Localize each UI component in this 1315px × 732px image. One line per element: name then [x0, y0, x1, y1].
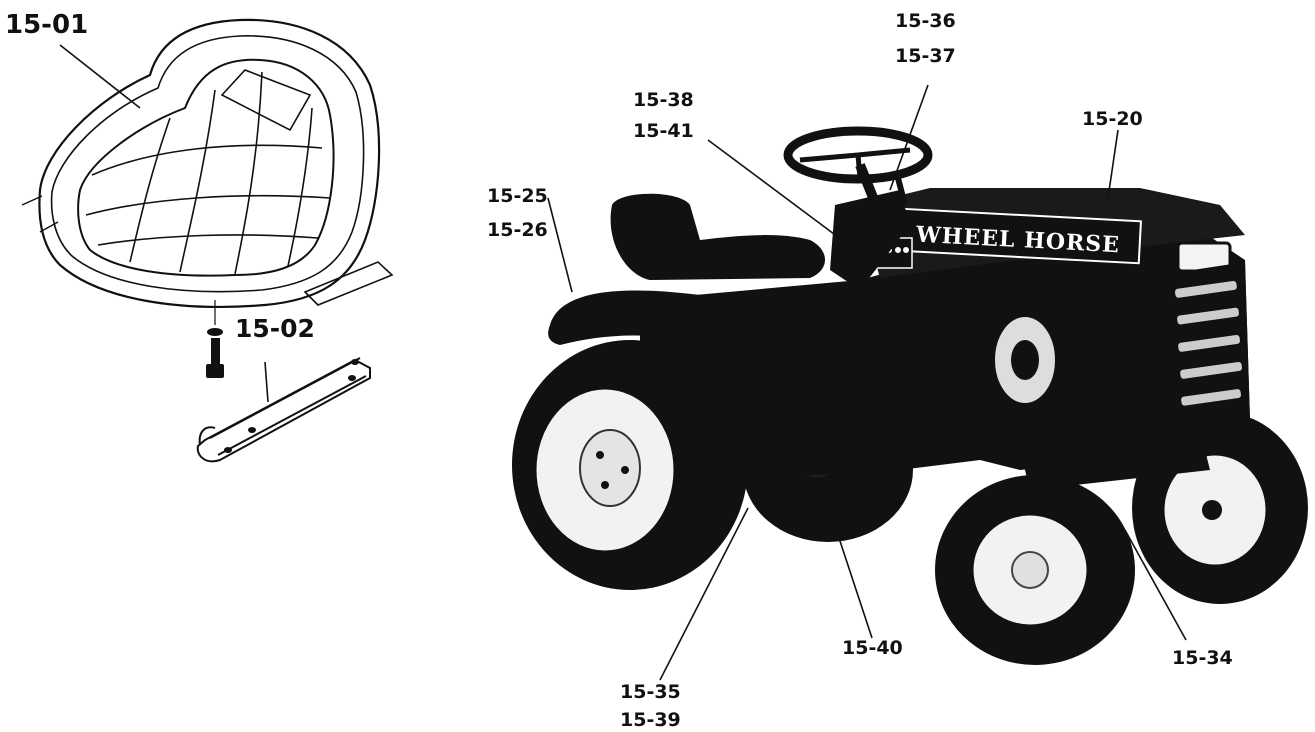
callout-15-37: 15-37: [895, 45, 956, 67]
seat-label-patch: [220, 69, 312, 132]
tractor-body: [640, 220, 1250, 480]
seat-shell-inner-rim: [50, 35, 365, 293]
seat-shell: [38, 18, 381, 308]
callout-15-41: 15-41: [633, 120, 694, 142]
callout-15-20: 15-20: [1082, 108, 1143, 130]
seat-bracket: [196, 357, 371, 463]
callout-15-35: 15-35: [620, 681, 681, 703]
seat-quilting: [85, 71, 331, 275]
callout-15-36: 15-36: [895, 10, 956, 32]
tractor-photo: WHEEL HORSE: [512, 126, 1308, 665]
tractor-seat: [610, 193, 825, 280]
seat-assembly: [21, 18, 394, 463]
front-left-wheel: [935, 475, 1135, 665]
callout-15-38: 15-38: [633, 89, 694, 111]
seat-decal: [303, 261, 394, 306]
seat-cushion: [77, 58, 335, 277]
callout-15-02: 15-02: [235, 314, 315, 343]
front-axle: [1020, 430, 1210, 490]
callout-15-01: 15-01: [5, 10, 88, 40]
callout-labels: 15-01 15-02 15-36 15-37 15-38 15-41 15-2…: [5, 10, 1233, 731]
leader-lines: [59, 44, 1187, 681]
callout-15-40: 15-40: [842, 637, 903, 659]
dash-panel: [830, 190, 910, 290]
callout-15-34: 15-34: [1172, 647, 1233, 669]
seat-bolt: [206, 300, 224, 378]
callout-15-26: 15-26: [487, 219, 548, 241]
callout-15-39: 15-39: [620, 709, 681, 731]
grille: [1160, 262, 1250, 430]
callout-15-25: 15-25: [487, 185, 548, 207]
